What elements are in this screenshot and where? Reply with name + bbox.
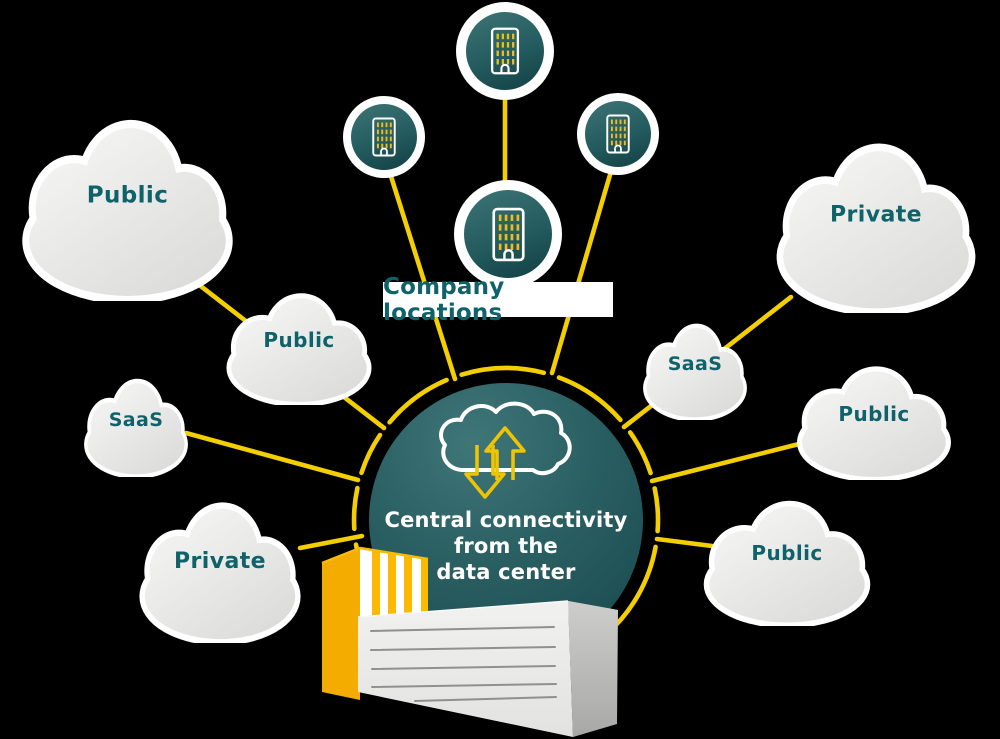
data-center-building-icon <box>321 546 618 737</box>
cloud-label: Public <box>838 401 910 426</box>
hub-caption: Central connectivity from the data cente… <box>369 507 643 585</box>
node-circle <box>464 190 552 278</box>
cloud-private-top-right: Private <box>765 137 987 313</box>
cloud-label: Private <box>830 201 922 227</box>
line-saas-left <box>183 430 361 483</box>
arrow-up-icon <box>484 426 526 480</box>
company-location-node-right <box>577 93 659 175</box>
hub-caption-line: Central connectivity <box>384 508 628 532</box>
line-public-right <box>649 441 802 484</box>
cloud-label: SaaS <box>667 353 723 375</box>
cloud-transfer-arrows-icon <box>439 401 572 499</box>
cloud-label: Public <box>263 328 335 353</box>
line-left-building <box>386 167 458 382</box>
office-building-icon <box>603 114 633 154</box>
office-building-icon <box>488 207 529 262</box>
cloud-label: Public <box>751 541 823 566</box>
arrow-down-icon <box>464 445 506 499</box>
cloud-public-mid-left: Public <box>218 289 380 405</box>
cloud-saas-left: SaaS <box>78 375 194 477</box>
cloud-public-top-left: Public <box>10 113 245 301</box>
company-locations-label: Company locations <box>383 274 613 326</box>
hub-caption-line: from the <box>454 534 558 558</box>
cloud-label: Public <box>86 182 169 209</box>
node-circle <box>466 12 544 90</box>
cloud-public-bottom-right: Public <box>694 496 880 626</box>
cloud-outline-icon <box>439 401 572 476</box>
cloud-label: SaaS <box>108 408 164 431</box>
node-circle <box>351 104 417 170</box>
data-hall-icon <box>357 600 618 737</box>
line-private-bottom-left <box>297 533 365 551</box>
cloud-label: Private <box>174 548 266 574</box>
line-right-building <box>549 165 615 376</box>
company-location-node-top <box>456 2 554 100</box>
cloud-private-bottom-left: Private <box>130 497 310 643</box>
cloud-saas-right: SaaS <box>637 320 753 420</box>
office-building-icon <box>369 117 399 157</box>
company-location-node-left <box>343 96 425 178</box>
node-circle <box>585 101 651 167</box>
office-building-icon <box>487 27 523 75</box>
line-public-bottom-right <box>654 536 715 549</box>
cloud-public-right: Public <box>788 362 960 480</box>
hub-caption-line: data center <box>436 560 576 584</box>
company-location-node-center <box>454 180 562 288</box>
